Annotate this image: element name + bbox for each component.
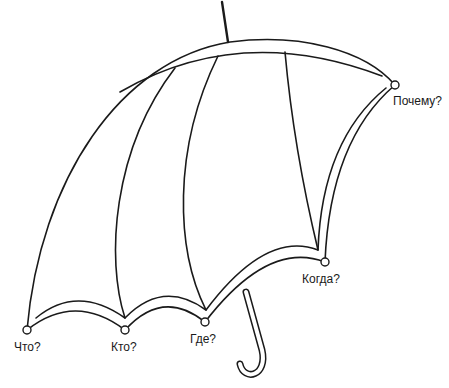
canopy-rib xyxy=(285,52,318,250)
rib-tip xyxy=(201,318,209,326)
canopy-cap xyxy=(120,52,382,92)
canopy-rib xyxy=(115,68,175,318)
umbrella-shaft xyxy=(240,292,263,374)
question-label: Что? xyxy=(14,340,41,354)
rib-tip xyxy=(391,81,399,89)
umbrella-shaft-fill xyxy=(240,292,263,374)
rib-tip xyxy=(121,326,129,334)
question-label: Где? xyxy=(190,332,216,346)
rib-tip xyxy=(23,326,31,334)
rib-tip xyxy=(321,258,329,266)
canopy-rib xyxy=(183,56,218,310)
umbrella-tip xyxy=(222,2,228,42)
question-label: Когда? xyxy=(302,272,340,286)
question-label: Кто? xyxy=(111,340,137,354)
canopy-hem-inner xyxy=(36,88,386,318)
canopy-outline xyxy=(27,40,395,330)
question-label: Почему? xyxy=(393,94,442,108)
canopy-hem xyxy=(27,85,395,330)
